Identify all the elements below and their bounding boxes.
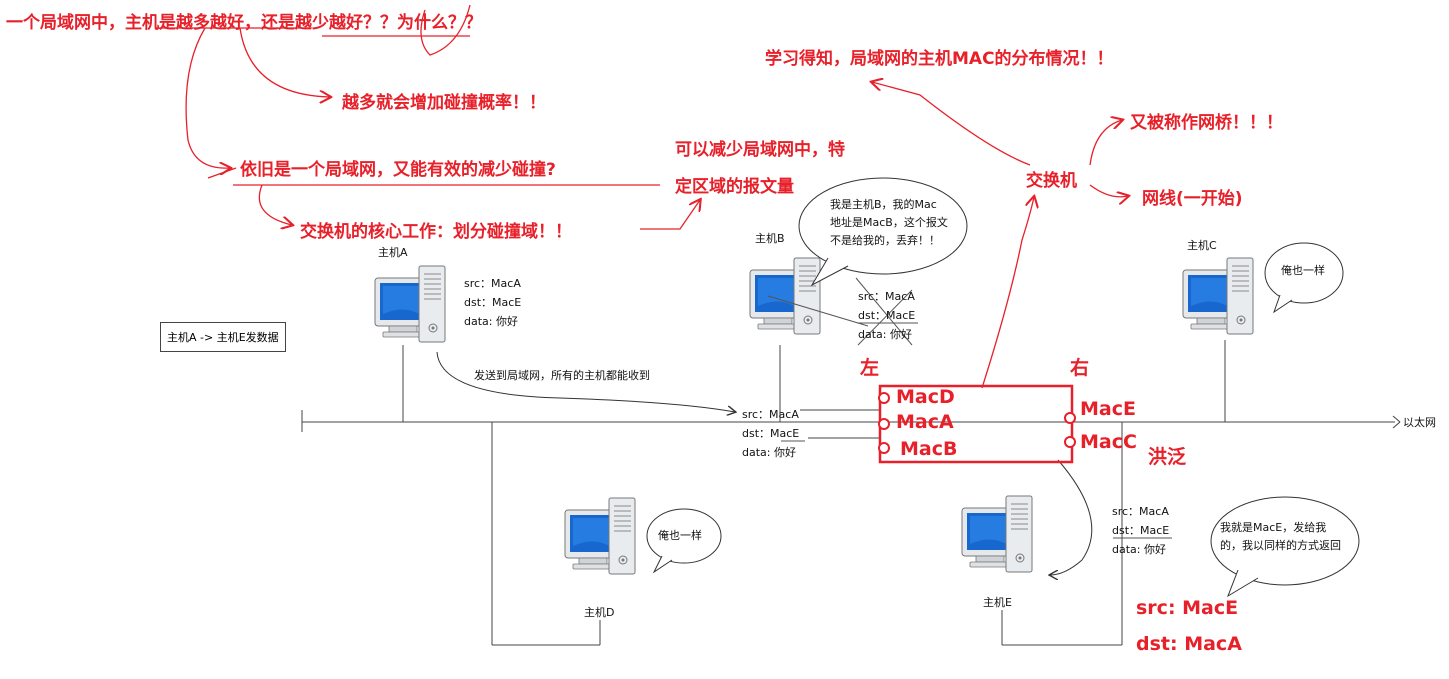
switch-port-left-2: MacA xyxy=(896,411,954,433)
question-annotation: 一个局域网中，主机是越多越好，还是越少越好？？为什么？？ xyxy=(6,13,482,33)
packet-at-host-e: src：MacA dst：MacE data: 你好 xyxy=(1112,502,1169,559)
right-side-label: 右 xyxy=(1070,357,1090,379)
learned-annotation: 学习得知，局域网的主机MAC的分布情况！！ xyxy=(765,49,1114,69)
direction-note-box: 主机A -> 主机E发数据 xyxy=(160,322,286,352)
bubble-b-line-2: 地址是MacB，这个报文 xyxy=(830,216,948,229)
bubble-c-text: 俺也一样 xyxy=(1281,264,1325,277)
bridge-annotation: 又被称作网桥！！！ xyxy=(1130,113,1283,133)
host-b-computer xyxy=(749,257,821,335)
host-a-computer xyxy=(374,265,446,343)
cable-annotation: 网线(一开始) xyxy=(1142,189,1243,209)
switch-port-left-3: MacB xyxy=(900,438,958,460)
reply-dst: dst: MacA xyxy=(1136,633,1242,655)
switch-port-right-1: MacE xyxy=(1080,398,1136,420)
bubble-b-line-1: 我是主机B，我的Mac xyxy=(830,198,937,211)
packet-at-host-b: src：MacA dst：MacE data: 你好 xyxy=(858,287,915,344)
bubble-b-text: 我是主机B，我的Mac 地址是MacB，这个报文 不是给我的，丢弃！！ xyxy=(830,196,948,250)
packet-dst: dst：MacE xyxy=(858,309,916,322)
host-d-computer xyxy=(564,497,636,575)
left-side-label: 左 xyxy=(860,357,880,379)
host-b-label: 主机B xyxy=(755,232,785,245)
packet-at-host-a: src：MacA dst：MacE data: 你好 xyxy=(464,274,521,331)
still-lan-annotation: 依旧是一个局域网，又能有效的减少碰撞? xyxy=(240,160,556,180)
switch-port-right-2: MacC xyxy=(1080,431,1137,453)
more-collisions-annotation: 越多就会增加碰撞概率！！ xyxy=(342,93,546,113)
switch-annotation: 交换机 xyxy=(1026,171,1077,191)
bubble-e-line-1: 我就是MacE，发给我 xyxy=(1220,521,1327,534)
bubble-b xyxy=(798,177,968,287)
packet-dst: dst：MacE xyxy=(742,427,800,440)
bubble-e-text: 我就是MacE，发给我 的，我以同样的方式返回 xyxy=(1220,519,1341,555)
host-e-computer xyxy=(961,495,1033,573)
packet-dst: dst：MacE xyxy=(464,296,522,309)
packet-src: src：MacA xyxy=(1112,505,1169,518)
packet-on-bus: src：MacA dst：MacE data: 你好 xyxy=(742,405,799,462)
host-a-label: 主机A xyxy=(378,246,408,259)
reply-src: src: MacE xyxy=(1136,597,1239,619)
host-c-label: 主机C xyxy=(1187,239,1217,252)
bubble-e-line-2: 的，我以同样的方式返回 xyxy=(1220,539,1341,552)
packet-data: data: 你好 xyxy=(858,328,912,341)
packet-src: src：MacA xyxy=(858,290,915,303)
host-d-label: 主机D xyxy=(584,606,615,619)
flood-label: 洪泛 xyxy=(1148,446,1187,468)
packet-data: data: 你好 xyxy=(742,446,796,459)
core-work-annotation: 交换机的核心工作：划分碰撞域！！ xyxy=(300,222,572,242)
packet-src: src：MacA xyxy=(464,277,521,290)
bubble-d-text: 俺也一样 xyxy=(658,529,702,542)
reduce-traffic-line-1: 可以减少局域网中，特 xyxy=(675,140,845,160)
broadcast-note: 发送到局域网，所有的主机都能收到 xyxy=(474,369,650,382)
bubble-e xyxy=(1210,496,1360,598)
bubble-b-line-3: 不是给我的，丢弃！！ xyxy=(830,234,940,247)
packet-data: data: 你好 xyxy=(1112,543,1166,556)
ethernet-label: 以太网 xyxy=(1403,416,1436,429)
switch-port-left-1: MacD xyxy=(896,386,955,408)
host-e-label: 主机E xyxy=(983,596,1012,609)
reduce-traffic-line-2: 定区域的报文量 xyxy=(675,177,794,197)
packet-dst: dst：MacE xyxy=(1112,524,1170,537)
bubble-d xyxy=(646,508,722,574)
packet-data: data: 你好 xyxy=(464,315,518,328)
bubble-c xyxy=(1264,242,1344,314)
host-c-computer xyxy=(1182,257,1254,335)
packet-src: src：MacA xyxy=(742,408,799,421)
